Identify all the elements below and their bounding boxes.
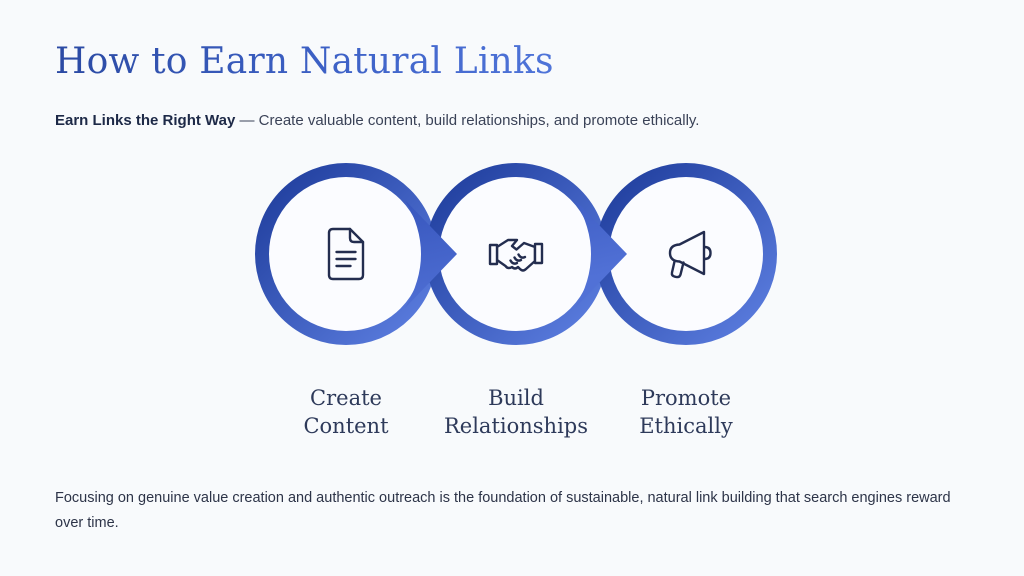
step-label-line: Promote	[640, 386, 732, 410]
step-label-line: Create	[310, 386, 382, 410]
step-label-build-relationships: Build Relationships	[406, 384, 626, 440]
subtitle: Earn Links the Right Way — Create valuab…	[55, 111, 699, 131]
arrow-right-icon	[575, 200, 627, 308]
step-circle-promote	[595, 163, 777, 345]
footer-note: Focusing on genuine value creation and a…	[55, 490, 951, 531]
step-label-line: Ethically	[639, 414, 733, 438]
step-circle-create	[255, 163, 437, 345]
document-icon	[327, 227, 365, 281]
step-label-line: Content	[303, 414, 389, 438]
page-title: How to Earn Natural Links	[55, 41, 554, 82]
megaphone-icon	[668, 230, 712, 279]
step-label-line: Build	[488, 386, 544, 410]
subtitle-rest: — Create valuable content, build relatio…	[239, 112, 700, 129]
subtitle-lead: Earn Links the Right Way	[55, 112, 236, 129]
step-label-promote-ethically: Promote Ethically	[576, 384, 796, 440]
step-label-create-content: Create Content	[236, 384, 456, 440]
step-label-line: Relationships	[443, 414, 589, 438]
handshake-icon	[488, 238, 544, 272]
arrow-right-icon	[405, 200, 457, 308]
